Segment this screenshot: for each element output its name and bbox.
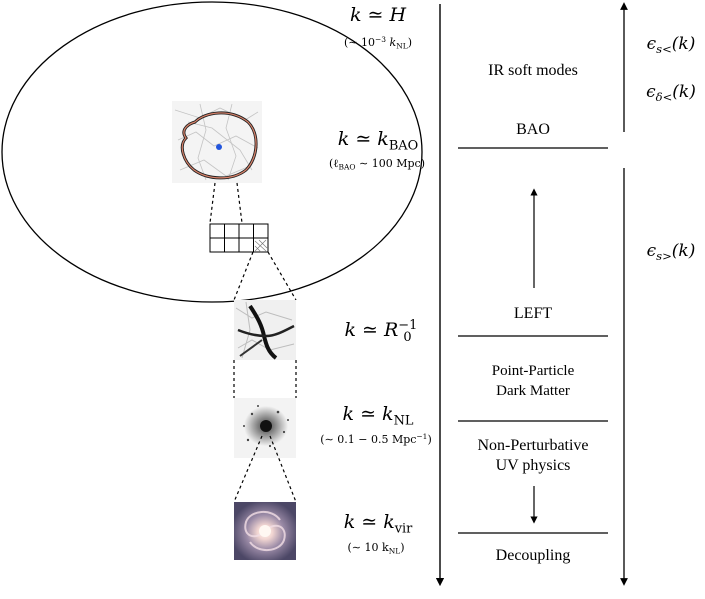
region-ir-soft-modes: IR soft modes <box>488 62 578 79</box>
k-vir-label: k ≃ kvir <box>343 511 413 537</box>
eps-delta-less-label: ϵδ<(k) <box>646 82 696 105</box>
region-bao: BAO <box>516 121 550 138</box>
region-non-perturbative: Non-Perturbative UV physics <box>458 436 608 476</box>
k-vir-note: (∼ 10 kNL) <box>347 541 405 556</box>
region-non-perturbative-line1: Non-Perturbative <box>477 437 589 454</box>
eps-s-greater-label: ϵs>(k) <box>646 241 696 264</box>
halo-image <box>234 398 296 458</box>
region-point-particle-line1: Point-Particle <box>491 363 575 379</box>
filament-image <box>234 300 296 360</box>
hubble-horizon-circle <box>1 1 423 303</box>
bao-cosmic-web-image <box>172 101 262 183</box>
k-bao-note: (ℓBAO ∼ 100 Mpc) <box>328 157 426 172</box>
subvolume-grid <box>209 223 269 253</box>
region-point-particle-line2: Dark Matter <box>496 383 570 399</box>
k-nl-note: (∼ 0.1 − 0.5 Mpc−1) <box>320 431 432 446</box>
region-non-perturbative-line2: UV physics <box>495 457 571 474</box>
k-nl-label: k ≃ kNL <box>342 403 414 429</box>
k-hubble-note: (∼ 10−3 kNL) <box>344 34 412 51</box>
region-point-particle: Point-Particle Dark Matter <box>458 361 608 401</box>
k-bao-label: k ≃ kBAO <box>337 128 419 154</box>
region-left: LEFT <box>513 305 553 322</box>
k-hubble-label: k ≃ H <box>349 4 407 26</box>
k-r0-label: k ≃ R−10 <box>344 317 418 345</box>
eps-s-less-label: ϵs<(k) <box>646 34 696 57</box>
region-decoupling: Decoupling <box>495 547 571 564</box>
spiral-galaxy-image <box>234 502 296 560</box>
